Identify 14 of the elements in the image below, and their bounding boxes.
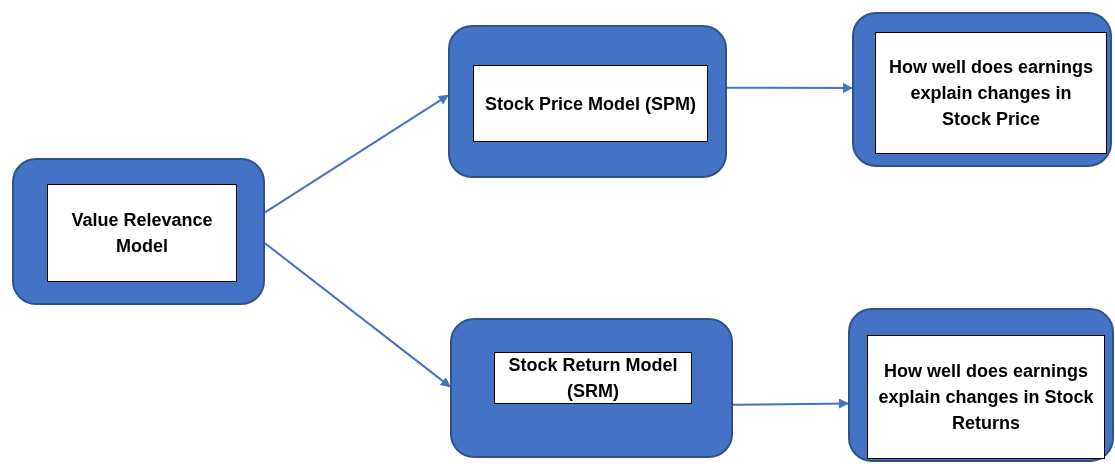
process-box (450, 318, 733, 458)
text-panel: How well does earnings explain changes in Stock Price (875, 32, 1107, 154)
arrow (264, 242, 451, 388)
text-panel: How well does earnings explain changes in Stock Returns (867, 335, 1105, 459)
text-panel: Stock Return Model (SRM) (494, 352, 692, 404)
arrow (726, 82, 853, 93)
process-box (448, 25, 727, 178)
process-box (12, 158, 265, 305)
arrow (732, 398, 849, 409)
text-panel: Value Relevance Model (47, 184, 237, 282)
arrow (264, 94, 449, 214)
process-box (848, 308, 1114, 462)
text-panel: Stock Price Model (SPM) (473, 65, 708, 142)
process-box (852, 12, 1112, 167)
